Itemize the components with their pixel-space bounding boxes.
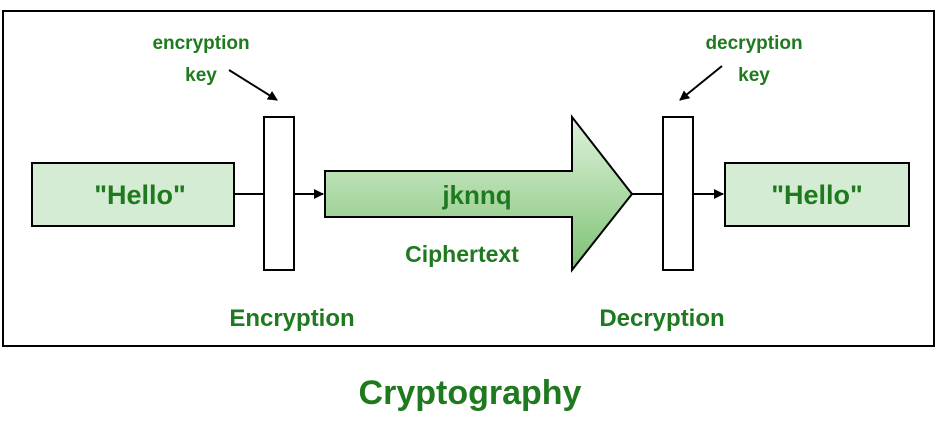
decryption-key-arrow: [679, 65, 723, 101]
plaintext-left-text: "Hello": [94, 180, 186, 210]
ciphertext-arrow: [324, 114, 634, 273]
plaintext-box-left: [31, 162, 235, 227]
plaintext-right-text: "Hello": [771, 180, 863, 210]
diagram-title: Cryptography: [358, 374, 582, 412]
plaintext-box-right: [724, 162, 910, 227]
encryption-key-arrow: [228, 69, 278, 101]
ciphertext-value: jknnq: [441, 180, 511, 210]
encryption-label: Encryption: [229, 305, 354, 332]
encryption-block: [263, 116, 295, 271]
ciphertext-label: Ciphertext: [405, 241, 519, 267]
decryption-label: Decryption: [599, 305, 724, 332]
decryption-key-label-line2: key: [738, 65, 770, 86]
encryption-key-label-line2: key: [185, 65, 217, 86]
decryption-block: [662, 116, 694, 271]
encryption-key-label-line1: encryption: [152, 33, 249, 54]
decryption-key-label-line1: decryption: [705, 33, 802, 54]
